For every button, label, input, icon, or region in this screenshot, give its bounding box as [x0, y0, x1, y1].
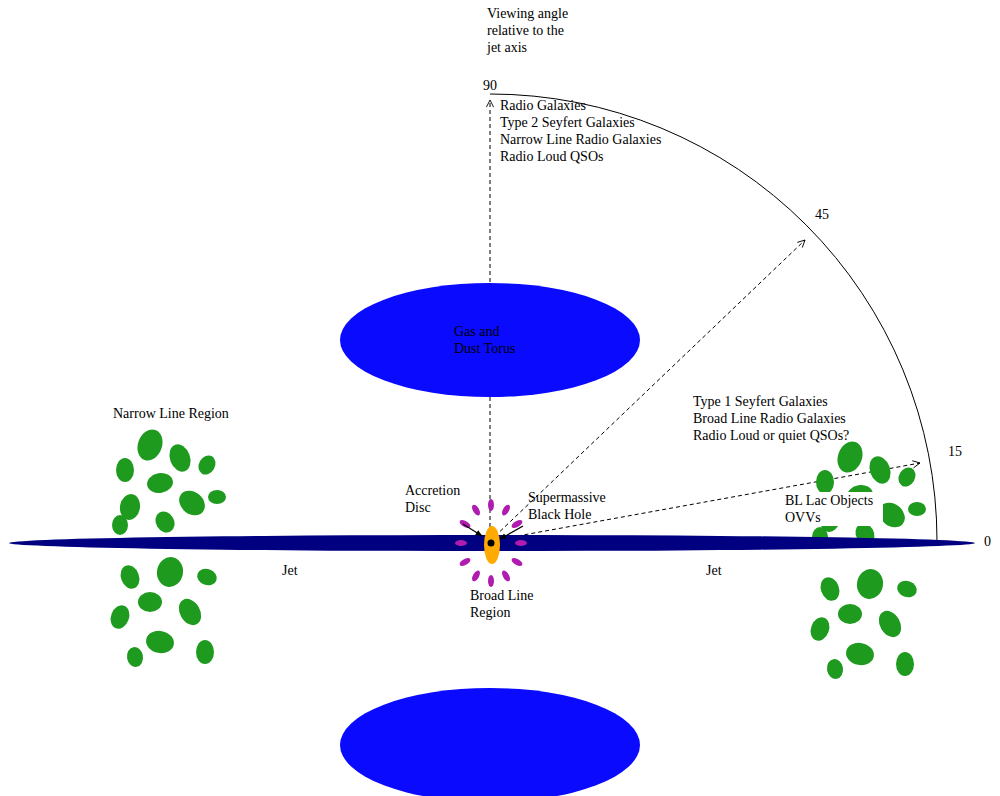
angle-value: 90 [483, 77, 497, 94]
part-name: Jet [706, 562, 722, 579]
cloud [155, 555, 186, 589]
cloud [458, 556, 471, 567]
cloud [895, 578, 919, 600]
narrow-line-clouds [807, 438, 926, 680]
cloud [488, 575, 494, 587]
cloud [455, 540, 467, 546]
region-name: Broad Line Region [470, 587, 545, 621]
part-name: Accretion Disc [405, 482, 467, 516]
cloud [174, 595, 205, 629]
cloud [470, 503, 481, 516]
torus-lower [340, 688, 640, 796]
leader-line [463, 524, 482, 536]
cloud [510, 518, 523, 529]
class-name: Broad Line Radio Galaxies [693, 410, 846, 427]
part-name: Jet [282, 562, 298, 579]
class-name: Radio Loud QSOs [500, 148, 603, 165]
cloud [908, 502, 926, 516]
cloud [195, 566, 219, 588]
cloud [515, 540, 527, 546]
cloud [138, 592, 162, 612]
cloud [125, 646, 144, 668]
cloud [208, 490, 226, 504]
cloud [833, 438, 866, 476]
class-name: Type 1 Seyfert Galaxies [693, 393, 828, 410]
broad-line-clouds [455, 499, 527, 587]
class-name: Radio Loud or quiet QSOs? [693, 427, 849, 444]
class-name: Radio Galaxies [500, 97, 586, 114]
cloud [488, 499, 494, 511]
cloud [117, 563, 142, 592]
cloud [133, 426, 166, 464]
class-name: Narrow Line Radio Galaxies [500, 131, 661, 148]
region-label: Gas and Dust Torus [454, 323, 526, 357]
region-name: Narrow Line Region [113, 405, 229, 422]
cloud [866, 453, 894, 486]
class-name: BL Lac Objects OVVs [783, 492, 883, 526]
cloud [817, 575, 842, 604]
cloud [152, 508, 179, 536]
cloud [470, 569, 481, 582]
cloud [510, 556, 523, 567]
cloud [116, 458, 134, 482]
cloud [816, 470, 834, 494]
class-name: Type 2 Seyfert Galaxies [500, 114, 635, 131]
cloud [896, 652, 914, 676]
view-line-15 [490, 463, 920, 541]
cloud [838, 604, 862, 624]
torus-shape [340, 283, 640, 397]
black-hole [488, 540, 495, 547]
cloud [874, 607, 905, 641]
cloud [144, 629, 175, 656]
cloud [112, 515, 128, 535]
part-name: Supermassive Black Hole [528, 489, 623, 523]
cloud [895, 464, 919, 489]
cloud [174, 486, 210, 521]
cloud [807, 615, 832, 644]
axis-title: Viewing angle relative to the jet axis [487, 5, 579, 56]
cloud [195, 452, 219, 477]
cloud [196, 640, 214, 664]
cloud [855, 567, 886, 601]
cloud [500, 569, 511, 582]
cloud [166, 441, 194, 474]
cloud [844, 641, 875, 668]
torus-region: Gas and Dust Torus [340, 283, 640, 397]
torus-ellipse [340, 283, 640, 397]
angle-value: 15 [948, 443, 962, 460]
cloud [107, 603, 132, 632]
cloud [825, 658, 844, 680]
angle-value: 0 [984, 533, 991, 550]
accretion-disc [484, 526, 500, 564]
cloud [145, 471, 174, 495]
angle-value: 45 [815, 206, 829, 223]
cloud [500, 503, 511, 516]
leader-line [500, 526, 523, 539]
